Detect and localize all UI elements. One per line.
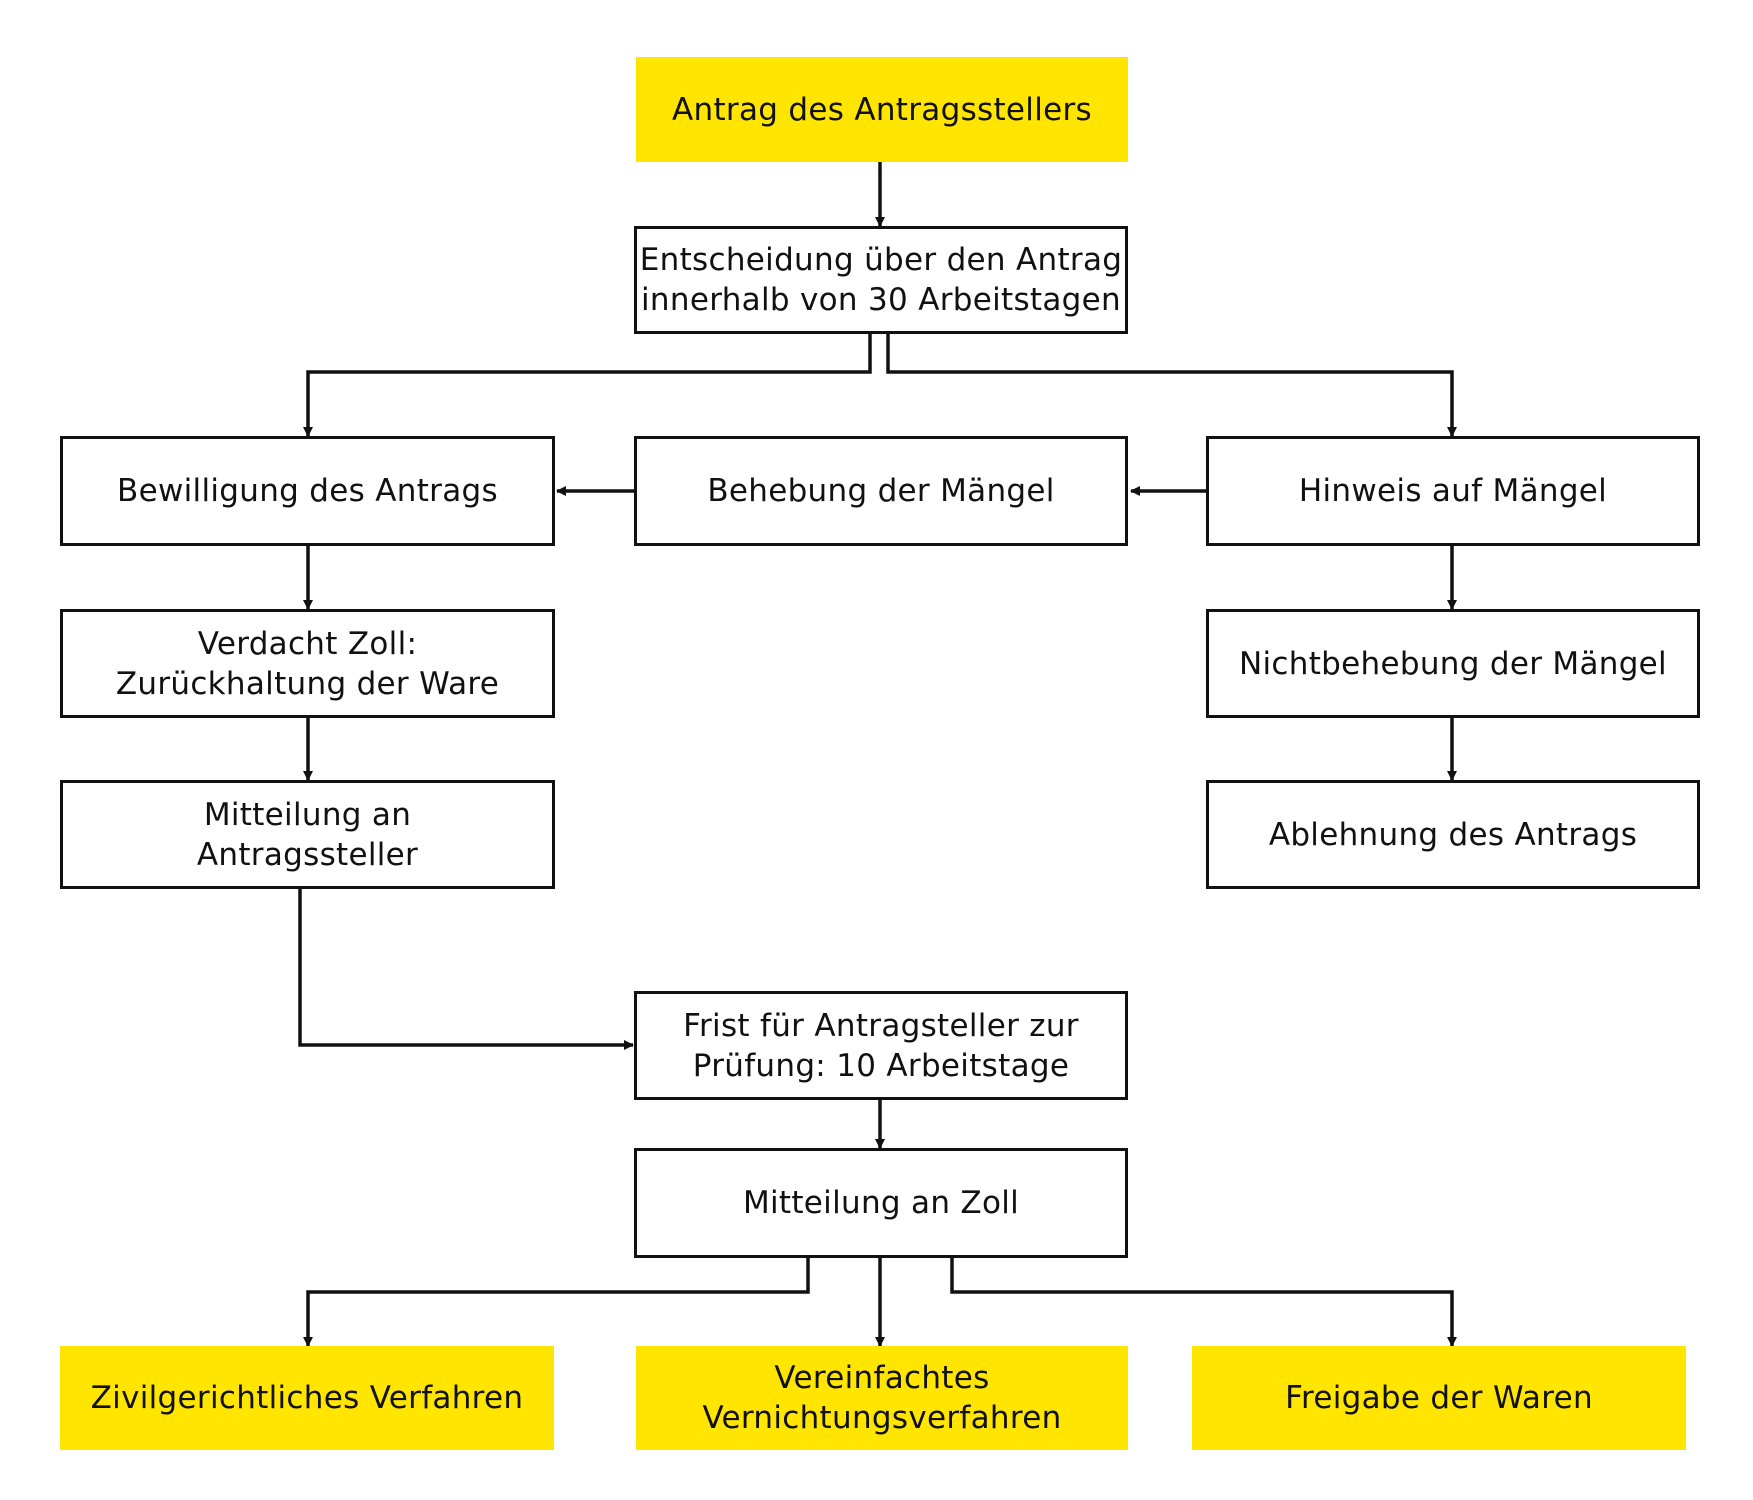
node-nichtbehebung: Nichtbehebung der Mängel bbox=[1206, 609, 1700, 718]
node-antrag-des-antragsstellers: Antrag des Antragsstellers bbox=[636, 57, 1128, 162]
node-bewilligung: Bewilligung des Antrags bbox=[60, 436, 555, 546]
arrow-entscheidung-to-hinweis bbox=[886, 334, 1457, 437]
node-ablehnung: Ablehnung des Antrags bbox=[1206, 780, 1700, 889]
arrow-zoll-to-freigabe bbox=[950, 1258, 1457, 1347]
node-vernichtungsverfahren: Vereinfachtes Vernichtungsverfahren bbox=[636, 1346, 1128, 1450]
node-mitteilung-an-zoll: Mitteilung an Zoll bbox=[634, 1148, 1128, 1258]
node-frist: Frist für Antragsteller zur Prüfung: 10 … bbox=[634, 991, 1128, 1100]
node-entscheidung: Entscheidung über den Antrag innerhalb v… bbox=[634, 226, 1128, 334]
node-freigabe-der-waren: Freigabe der Waren bbox=[1192, 1346, 1686, 1450]
arrow-mitteilung-to-frist bbox=[298, 889, 634, 1050]
node-hinweis: Hinweis auf Mängel bbox=[1206, 436, 1700, 546]
node-behebung: Behebung der Mängel bbox=[634, 436, 1128, 546]
arrow-zoll-to-zivil bbox=[303, 1258, 810, 1347]
node-mitteilung-an-antragssteller: Mitteilung an Antragssteller bbox=[60, 780, 555, 889]
arrow-entscheidung-to-bewilligung bbox=[303, 334, 872, 437]
node-verdacht-zoll: Verdacht Zoll: Zurückhaltung der Ware bbox=[60, 609, 555, 718]
node-zivilgerichtliches-verfahren: Zivilgerichtliches Verfahren bbox=[60, 1346, 554, 1450]
